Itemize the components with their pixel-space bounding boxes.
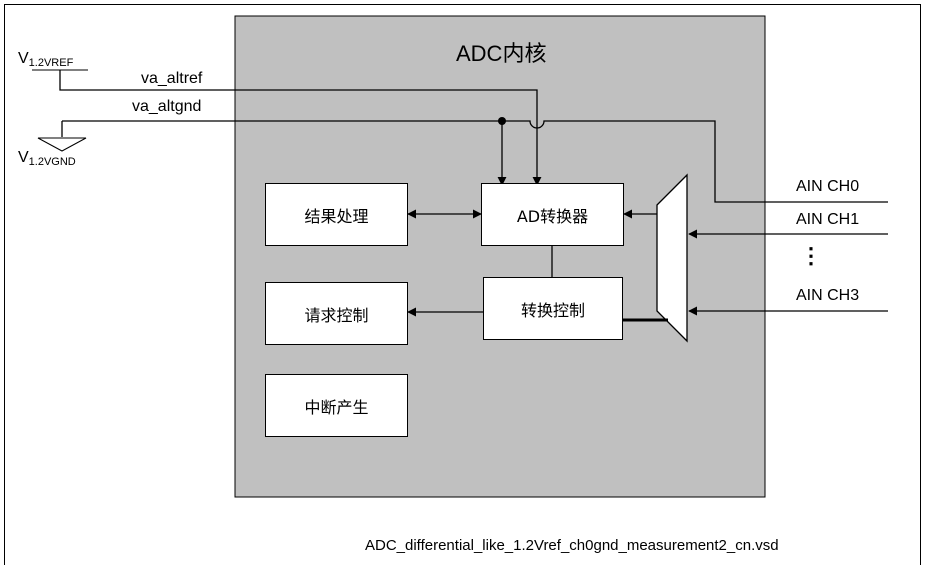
va-altgnd-label: va_altgnd [132,98,202,115]
vref-label: V1.2VREF [18,50,74,69]
conversion-control-block: 转换控制 [483,277,623,340]
core-title: ADC内核 [456,41,547,66]
vref-label-sub: 1.2VREF [28,57,74,69]
va-altref-wire [59,70,542,186]
ain-ch0-label: AIN CH0 [796,178,860,195]
ain-dots: ⋮ [800,243,822,268]
ain-ch1-label: AIN CH1 [796,211,860,228]
ad-converter-block: AD转换器 [481,183,624,246]
vgnd-label-main: V [18,149,29,166]
vref-label-main: V [18,50,29,67]
va-altref-label: va_altref [141,70,203,87]
ain-ch3-label: AIN CH3 [796,287,860,304]
va-altgnd-wire [62,120,888,203]
result-processing-block: 结果处理 [265,183,408,246]
vgnd-label-sub: 1.2VGND [28,156,76,168]
figure-frame [4,4,921,565]
interrupt-generation-block: 中断产生 [265,374,408,437]
mux [656,173,688,343]
source-filename: ADC_differential_like_1.2Vref_ch0gnd_mea… [365,537,779,554]
request-control-block: 请求控制 [265,282,408,345]
vgnd-label: V1.2VGND [18,149,76,168]
